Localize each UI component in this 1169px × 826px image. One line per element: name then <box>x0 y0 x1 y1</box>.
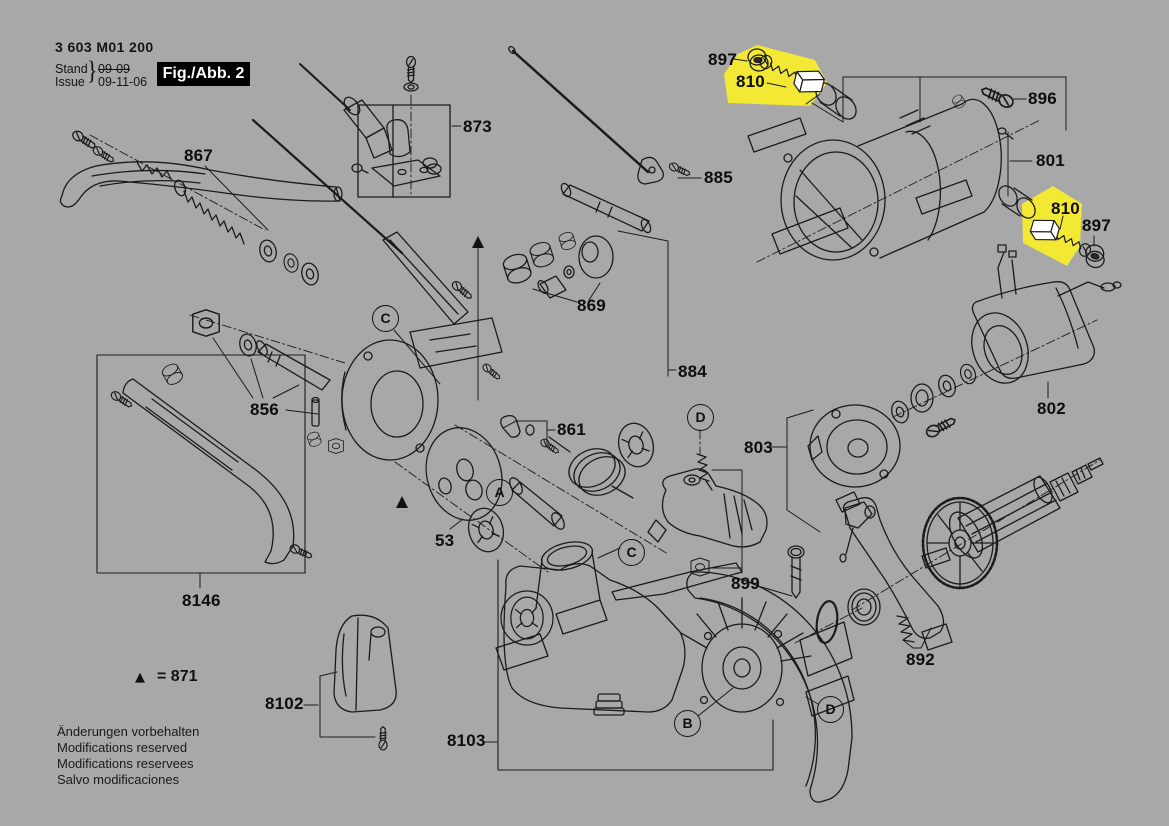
label-8146: 8146 <box>182 591 221 610</box>
label-896: 896 <box>1028 89 1057 108</box>
label-53: 53 <box>435 531 455 550</box>
notice-line-de: Änderungen vorbehalten <box>57 724 200 739</box>
issue-value: 09-11-06 <box>98 75 148 89</box>
screw-icon <box>480 361 503 382</box>
carbon-brush-right-810 <box>1027 214 1109 271</box>
field-stator-802 <box>888 244 1122 440</box>
label-873: 873 <box>463 117 492 136</box>
armature-assembly <box>835 457 1104 651</box>
label-810-right: 810 <box>1051 199 1080 218</box>
triangle-marker <box>396 496 408 508</box>
notice-line-en: Modifications reserved <box>57 740 188 755</box>
clamp-861 <box>500 414 562 456</box>
carbon-brush-top-810 <box>733 48 828 98</box>
pivot-arm-assembly <box>305 231 503 461</box>
highlight-regions <box>724 45 1082 266</box>
bushing-set-869 <box>500 230 677 377</box>
hex-nut-icon <box>690 557 710 577</box>
callout-letter-b: B <box>674 710 701 737</box>
label-802: 802 <box>1037 399 1066 418</box>
notice-line-es: Salvo modificaciones <box>57 772 180 787</box>
triangle-legend-text: = 871 <box>157 668 198 685</box>
brush-cap-icon <box>1081 242 1109 271</box>
label-856: 856 <box>250 400 279 419</box>
spring-icon <box>896 615 915 643</box>
callout-letter-d-upper: D <box>687 404 714 431</box>
hex-nut-icon <box>192 309 220 337</box>
notice-line-fr: Modifications reservees <box>57 756 194 771</box>
label-897-right: 897 <box>1082 216 1111 235</box>
screw-icon <box>109 389 135 411</box>
o-ring-icon <box>815 600 839 644</box>
callout-letter-a: A <box>486 479 513 506</box>
modifications-notice: Änderungen vorbehalten Modifications res… <box>57 724 199 788</box>
bearing-cover-803 <box>770 404 901 563</box>
rod-assembly-885 <box>560 156 702 234</box>
knob-cover-8102 <box>303 614 397 751</box>
label-884: 884 <box>678 362 707 381</box>
callout-letter-c-upper: C <box>372 305 399 332</box>
figure-number-badge: Fig./Abb. 2 <box>157 62 250 86</box>
spring-icon <box>183 190 245 245</box>
issue-label: Issue <box>55 75 85 89</box>
stand-label: Stand <box>55 62 88 76</box>
spring-icon <box>696 453 710 482</box>
screw-icon <box>91 144 117 166</box>
label-899: 899 <box>731 574 760 593</box>
part-number-code: 3 603 M01 200 <box>55 39 154 55</box>
label-885: 885 <box>704 168 733 187</box>
label-801: 801 <box>1036 151 1065 170</box>
screw-icon <box>923 414 959 440</box>
lever-assembly-8146 <box>96 354 315 589</box>
cam-disc-53 <box>396 236 503 530</box>
label-861: 861 <box>557 420 586 439</box>
lock-lever-899 <box>647 453 805 599</box>
label-8102: 8102 <box>265 694 304 713</box>
screw-icon <box>378 725 388 751</box>
screw-icon <box>538 437 562 456</box>
label-810-top: 810 <box>736 72 765 91</box>
screw-icon <box>450 279 475 302</box>
label-803: 803 <box>744 438 773 457</box>
label-867: 867 <box>184 146 213 165</box>
label-8103: 8103 <box>447 731 486 750</box>
stand-value: 09-09 <box>98 62 130 76</box>
brace-glyph: } <box>86 56 98 85</box>
callout-letter-c-lower: C <box>618 539 645 566</box>
screw-icon <box>405 55 417 84</box>
bolt-icon <box>787 545 805 559</box>
handle-assembly-867 <box>59 128 343 288</box>
screw-icon <box>667 161 692 179</box>
triangle-icon: ▲ <box>135 670 145 685</box>
label-892: 892 <box>906 650 935 669</box>
motor-housing-801 <box>747 76 1067 261</box>
pin-set-856 <box>192 309 331 427</box>
triangle-legend: ▲ = 871 <box>135 668 197 686</box>
cable-clamp-assembly-873 <box>299 55 462 198</box>
blade-guard <box>680 571 881 803</box>
bearing-icon <box>847 588 881 626</box>
label-897-top: 897 <box>708 50 737 69</box>
bearing-icon <box>910 383 934 413</box>
callout-letter-d-lower: D <box>817 696 844 723</box>
depth-rods <box>251 45 650 255</box>
triangle-marker <box>472 236 484 248</box>
screw-icon <box>978 83 1016 111</box>
label-869: 869 <box>577 296 606 315</box>
guard-housing-8103 <box>483 541 774 771</box>
